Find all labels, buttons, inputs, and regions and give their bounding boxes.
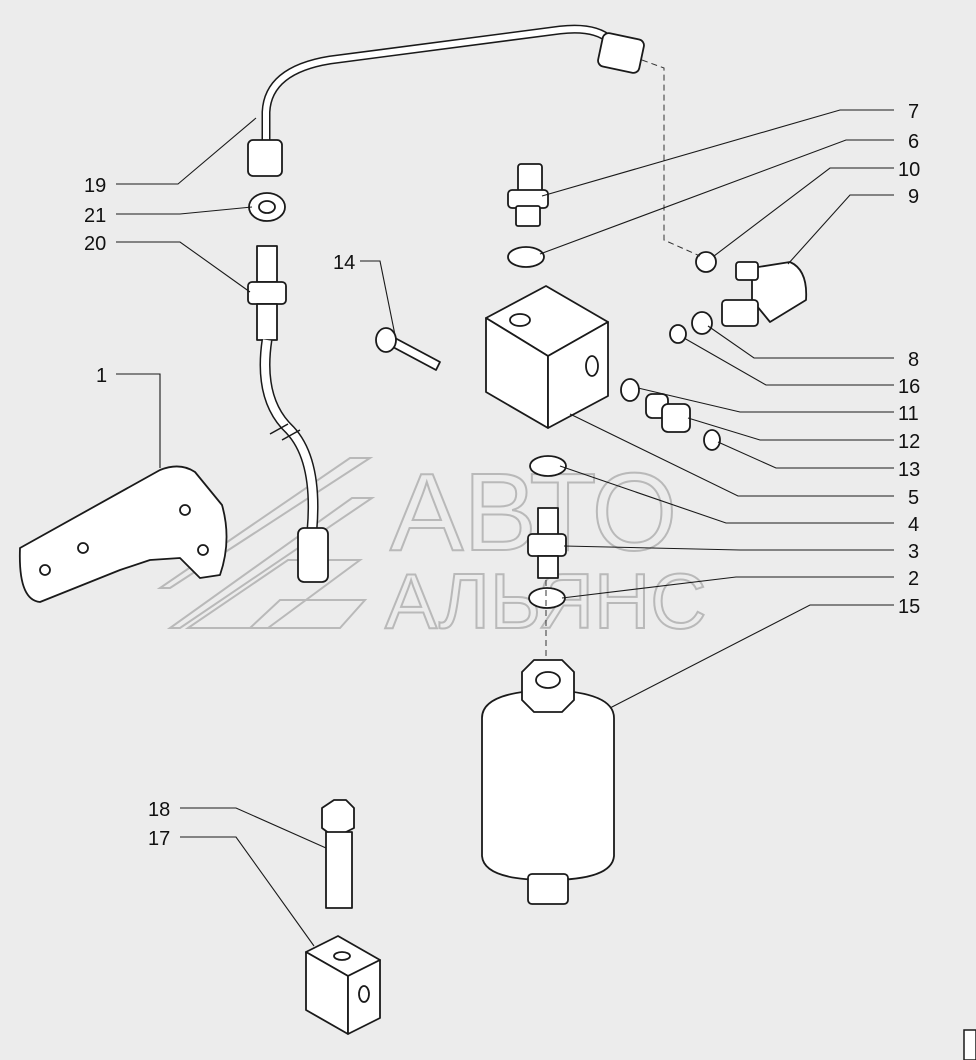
- hose-fitting: [297, 527, 329, 583]
- pipe-nut-left: [247, 139, 283, 177]
- spacer-block: [305, 935, 381, 1035]
- callout-13: 13: [898, 459, 920, 481]
- callout-8: 8: [908, 349, 919, 371]
- o-ring-13: [703, 429, 721, 451]
- callout-20: 20: [84, 233, 106, 255]
- valve-block: [485, 285, 609, 429]
- filter-cartridge: [481, 659, 615, 905]
- corner-marker: [963, 1029, 976, 1060]
- adapter-12: [645, 393, 691, 433]
- o-ring-2: [528, 587, 566, 609]
- callout-11: 11: [898, 403, 919, 425]
- nut-21: [248, 192, 286, 222]
- parts: [18, 24, 808, 1035]
- pipe-nut-top: [597, 32, 645, 74]
- banjo-fitting: [721, 261, 808, 327]
- callout-16: 16: [898, 376, 920, 398]
- bolt-14: [375, 327, 441, 371]
- o-ring-11: [620, 378, 640, 402]
- callout-labels: 19 21 20 1 14 7 6 10 9 8 16 11 12 13 5 4…: [84, 101, 920, 850]
- o-ring-16: [669, 324, 687, 344]
- bolt-18: [321, 799, 355, 909]
- hose: [259, 339, 319, 531]
- callout-4: 4: [908, 514, 919, 536]
- callout-10: 10: [898, 159, 920, 181]
- callout-12: 12: [898, 431, 920, 453]
- bracket: [18, 465, 228, 603]
- callout-3: 3: [908, 541, 919, 563]
- o-ring-10: [695, 251, 717, 273]
- o-ring-6: [507, 246, 545, 268]
- union-fitting-20: [247, 245, 287, 341]
- callout-2: 2: [908, 568, 919, 590]
- watermark: АВТО АЛЬЯНС: [156, 450, 708, 646]
- callout-9: 9: [908, 186, 919, 208]
- callout-19: 19: [84, 175, 106, 197]
- callout-15: 15: [898, 596, 920, 618]
- callout-14: 14: [333, 252, 355, 274]
- callout-6: 6: [908, 131, 919, 153]
- leader-lines: [116, 109, 894, 947]
- callout-17: 17: [148, 828, 170, 850]
- nipple-3: [527, 507, 567, 579]
- callout-1: 1: [96, 365, 107, 387]
- callout-21: 21: [84, 205, 106, 227]
- callout-18: 18: [148, 799, 170, 821]
- callout-5: 5: [908, 487, 919, 509]
- assembly-line: [641, 59, 701, 257]
- sensor-switch: [507, 163, 549, 227]
- o-ring-8: [691, 311, 713, 335]
- o-ring-4: [529, 455, 567, 477]
- callout-7: 7: [908, 101, 919, 123]
